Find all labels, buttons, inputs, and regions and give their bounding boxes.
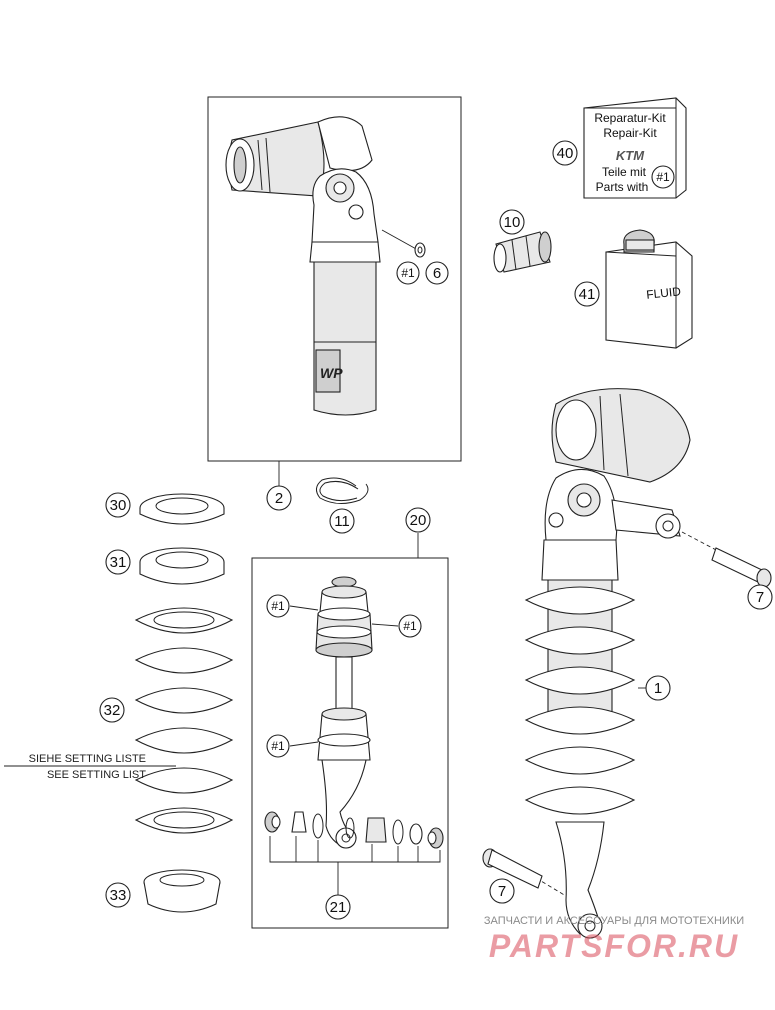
callout-circle-6 — [425, 261, 449, 285]
ref-label-r4: #1 — [271, 739, 285, 753]
callout-label-7b: 7 — [498, 883, 506, 900]
callout-circle-31 — [105, 549, 131, 575]
kit-line-4: Parts with — [596, 180, 649, 194]
callout-label-1: 1 — [654, 680, 662, 697]
shock-body-part-2: WP — [225, 116, 381, 416]
kit-brand-logo: KTM — [616, 148, 645, 163]
frame-part-2 — [207, 96, 462, 462]
callout-circle-21 — [325, 894, 351, 920]
callout-label-32: 32 — [104, 702, 121, 719]
ref-label-r5: #1 — [656, 170, 670, 184]
callout-label-30: 30 — [110, 497, 127, 514]
kit-line-3: Teile mit — [602, 165, 647, 179]
washer-part-6 — [414, 242, 426, 258]
setting-note-en: SEE SETTING LIST — [47, 769, 146, 781]
callout-circle-33 — [105, 882, 131, 908]
kit-line-1: Reparatur-Kit — [594, 111, 666, 125]
kit-line-2: Repair-Kit — [603, 126, 657, 140]
damper-assembly-part-20 — [315, 576, 373, 849]
callout-circle-30 — [105, 492, 131, 518]
callout-circle-32 — [99, 697, 125, 723]
ref-label-r2: #1 — [271, 599, 285, 613]
callout-circle-20 — [405, 507, 431, 533]
ref-circle-r2 — [266, 594, 290, 618]
ref-circle-r5 — [651, 165, 675, 189]
callout-circle-7b — [489, 878, 515, 904]
bolt-part-7-lower — [482, 848, 543, 889]
ref-label-r3: #1 — [403, 619, 417, 633]
callout-circle-40 — [552, 140, 578, 166]
adjuster-ring-part-30 — [139, 493, 225, 525]
watermark-brand: PARTSFOR.RU — [489, 928, 739, 964]
callout-circle-1 — [645, 675, 671, 701]
svg-text:WP: WP — [320, 365, 343, 381]
fluid-can-part-41 — [605, 229, 693, 349]
callout-label-7a: 7 — [756, 589, 764, 606]
spring-part-32 — [134, 607, 234, 834]
callout-circle-2 — [266, 485, 292, 511]
callout-label-20: 20 — [410, 512, 427, 529]
callout-label-11: 11 — [334, 513, 350, 530]
callout-label-21: 21 — [330, 899, 347, 916]
callout-circle-7a — [747, 584, 773, 610]
setting-note-de: SIEHE SETTING LISTE — [29, 753, 146, 765]
callout-circle-41 — [574, 281, 600, 307]
bushing-set-part-21 — [264, 811, 444, 849]
shock-absorber-part-1 — [524, 388, 691, 939]
callout-label-6: 6 — [433, 265, 441, 282]
callout-label-41: 41 — [579, 286, 596, 303]
lock-ring-part-31 — [139, 547, 225, 585]
valve-part-10 — [493, 231, 552, 273]
callout-label-40: 40 — [557, 145, 574, 162]
ref-circle-r1 — [396, 261, 420, 285]
ref-circle-r3 — [398, 614, 422, 638]
circlip-part-11 — [316, 477, 369, 504]
leader-6 — [381, 229, 419, 251]
bolt-part-7-upper — [711, 547, 772, 588]
frame-part-20 — [251, 557, 449, 929]
fluid-label: FLUID — [646, 284, 682, 302]
callout-label-33: 33 — [110, 887, 127, 904]
callout-circle-11 — [329, 508, 355, 534]
ref-label-r1: #1 — [401, 266, 415, 280]
spring-seat-part-33 — [143, 869, 221, 913]
ref-circle-r4 — [266, 734, 290, 758]
watermark-tagline: ЗАПЧАСТИ И АКСЕССУАРЫ ДЛЯ МОТОТЕХНИКИ — [484, 915, 744, 927]
callout-label-10: 10 — [504, 214, 521, 231]
callout-circle-10 — [499, 209, 525, 235]
callout-label-31: 31 — [110, 554, 127, 571]
callout-label-2: 2 — [275, 490, 283, 507]
